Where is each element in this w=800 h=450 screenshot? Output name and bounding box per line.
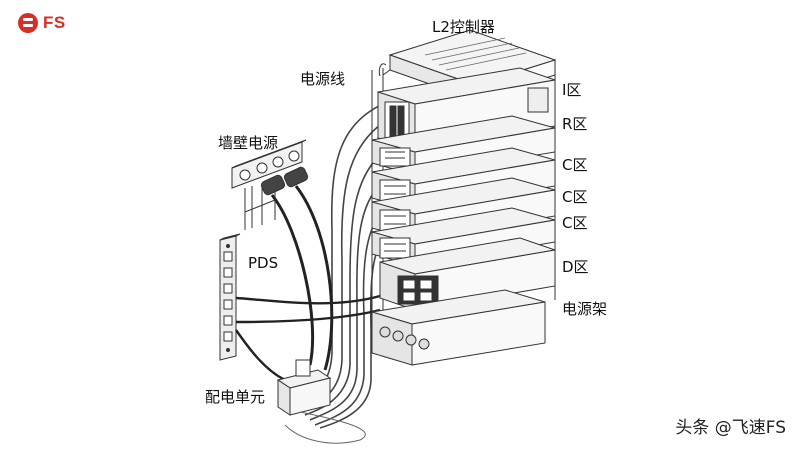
label-zone-c-2: C区 bbox=[562, 188, 588, 206]
label-zone-d: D区 bbox=[562, 258, 589, 276]
label-zone-i: I区 bbox=[562, 81, 582, 99]
fs-logo: FS bbox=[18, 13, 66, 33]
power-rack-unit bbox=[371, 289, 546, 366]
zone-d-unit bbox=[379, 237, 556, 311]
label-power-cable: 电源线 bbox=[300, 70, 346, 88]
power-cables bbox=[294, 99, 393, 429]
pds-strip bbox=[219, 233, 241, 361]
watermark: 头条 @飞速FS bbox=[675, 418, 786, 438]
distribution-unit bbox=[276, 359, 366, 444]
label-power-rack: 电源架 bbox=[562, 300, 608, 318]
fs-logo-text: FS bbox=[43, 13, 66, 32]
label-zone-r: R区 bbox=[562, 115, 588, 133]
wall-cables bbox=[260, 166, 334, 371]
label-pds: PDS bbox=[248, 254, 279, 272]
label-zone-c-3: C区 bbox=[562, 214, 588, 232]
label-distribution-unit: 配电单元 bbox=[205, 388, 266, 406]
zone-c-unit-3 bbox=[371, 207, 556, 267]
wall-power-panel bbox=[231, 139, 307, 230]
label-zone-c-1: C区 bbox=[562, 156, 588, 174]
pds-cables bbox=[235, 294, 381, 382]
label-l2-controller: L2控制器 bbox=[432, 18, 495, 36]
label-wall-power: 墙壁电源 bbox=[218, 134, 279, 152]
fs-logo-icon bbox=[18, 13, 38, 33]
